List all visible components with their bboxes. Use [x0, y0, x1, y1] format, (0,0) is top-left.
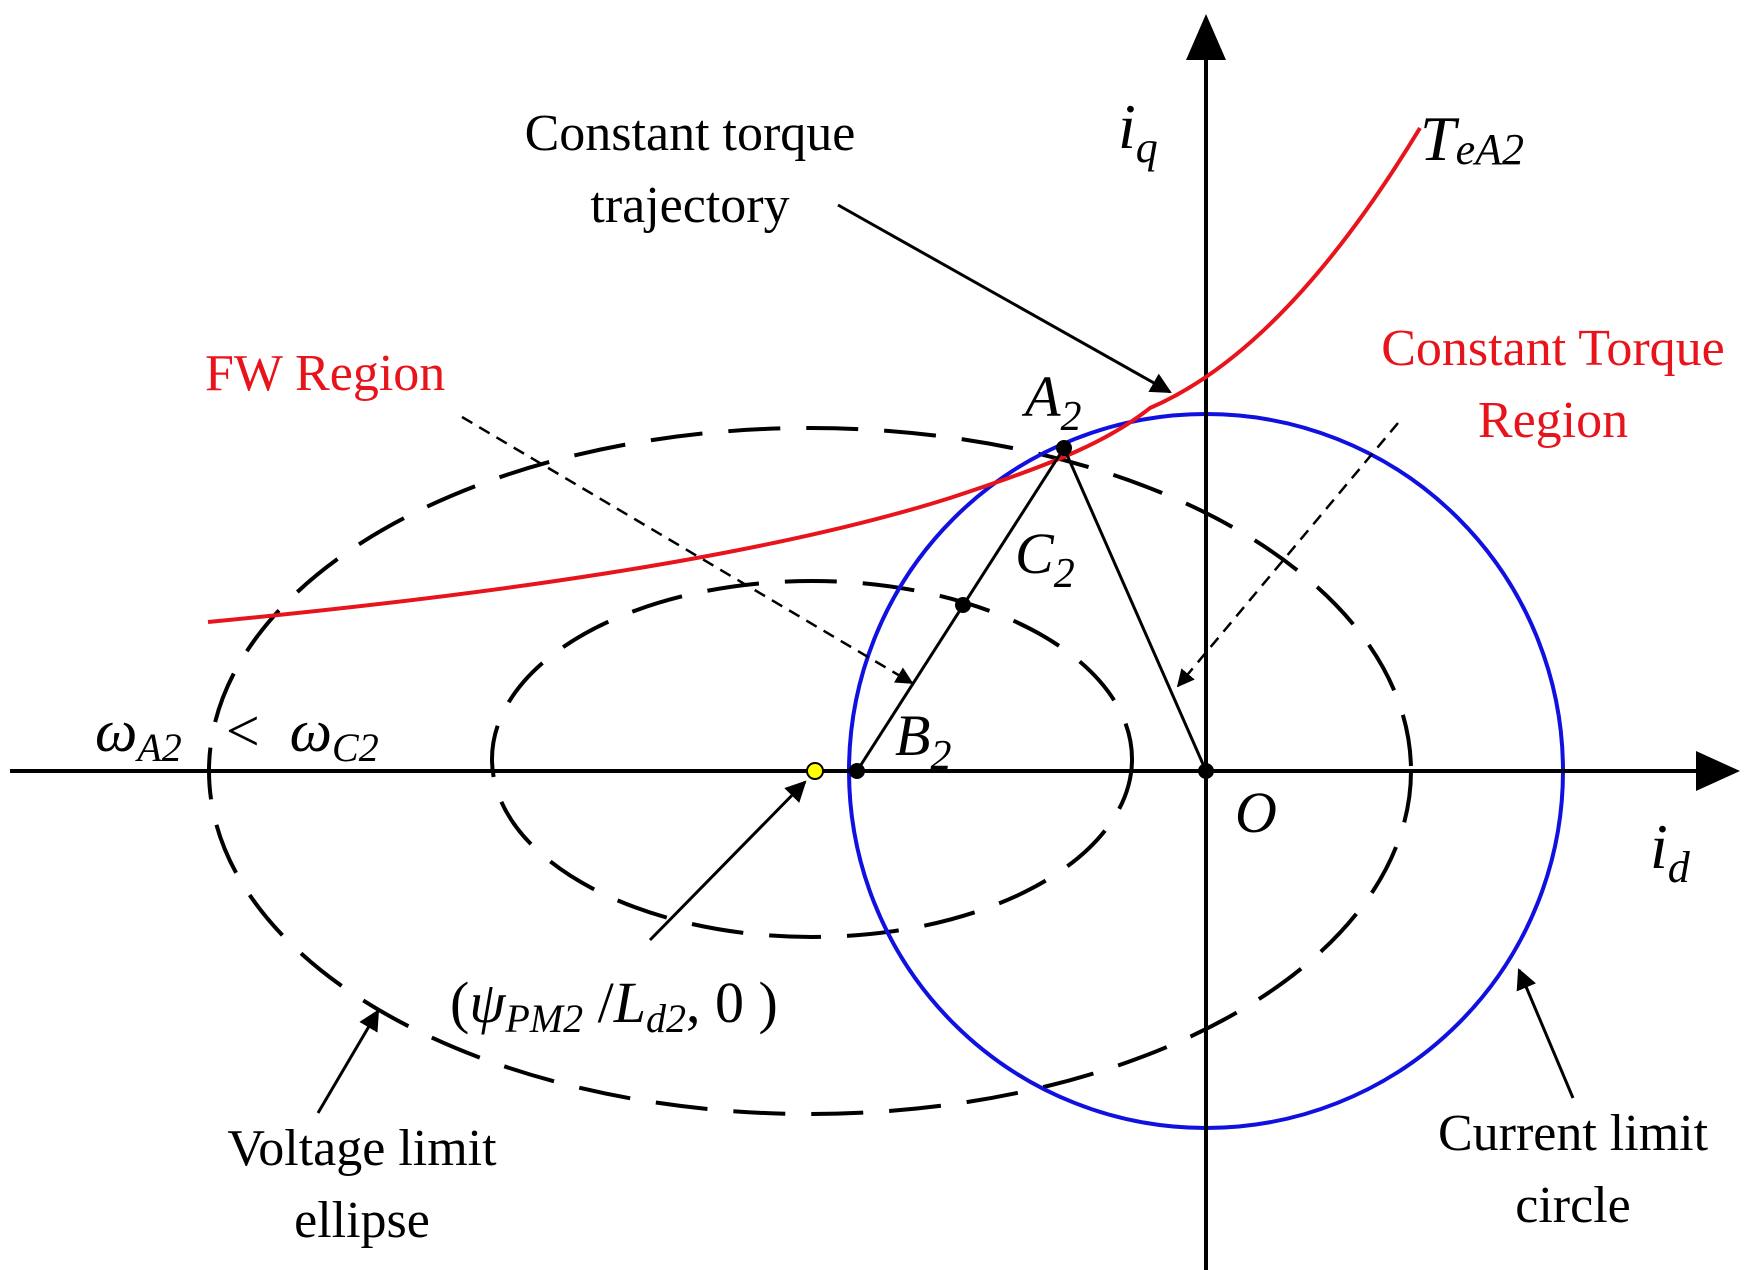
point-o-label: O — [1235, 780, 1277, 845]
arrow-constant-torque-trajectory — [837, 203, 1172, 394]
voltage-limit-ellipse-label-line2: ellipse — [294, 1192, 430, 1249]
arrow-fw-region — [461, 415, 914, 685]
d-axis-arrowhead — [1696, 751, 1740, 791]
fw-region-label: FW Region — [205, 345, 445, 402]
voltage-limit-ellipse-label-line1: Voltage limit — [227, 1120, 497, 1177]
constant-torque-curve — [207, 126, 1422, 624]
current-limit-circle-label-line1: Current limit — [1438, 1105, 1709, 1162]
point-o — [1198, 763, 1214, 779]
pm-point — [806, 762, 824, 780]
point-b2-label: B2 — [895, 703, 951, 779]
point-c2 — [955, 597, 971, 613]
q-axis-arrowhead — [1186, 14, 1226, 60]
constant-torque-region-label-line2: Region — [1478, 392, 1628, 449]
constant-torque-region-label-line1: Constant Torque — [1381, 320, 1724, 377]
speed-relation-label: ωA2<ωC2 — [95, 698, 379, 770]
constant-torque-trajectory-label-line2: trajectory — [590, 177, 789, 234]
iq-label: iq — [1118, 91, 1158, 172]
point-a2-label: A2 — [1021, 364, 1081, 440]
arrow-constant-torque-region — [1176, 422, 1399, 688]
current-limit-circle-label-line2: circle — [1515, 1177, 1630, 1234]
arrow-voltage-limit-ellipse — [316, 1009, 380, 1114]
point-b2 — [849, 763, 865, 779]
arrow-current-limit-circle — [1516, 968, 1575, 1099]
id-label: id — [1650, 811, 1691, 892]
torque-curve-label: TeA2 — [1420, 103, 1524, 174]
pm-point-label: (ψPM2 /Ld2, 0 ) — [450, 970, 778, 1041]
point-c2-label: C2 — [1015, 521, 1075, 597]
point-a2 — [1056, 440, 1072, 456]
arrow-pm-point — [648, 780, 807, 942]
voltage-limit-ellipse-inner — [490, 579, 1134, 939]
line-a2-o — [1062, 447, 1208, 772]
constant-torque-trajectory-label-line1: Constant torque — [525, 105, 856, 162]
